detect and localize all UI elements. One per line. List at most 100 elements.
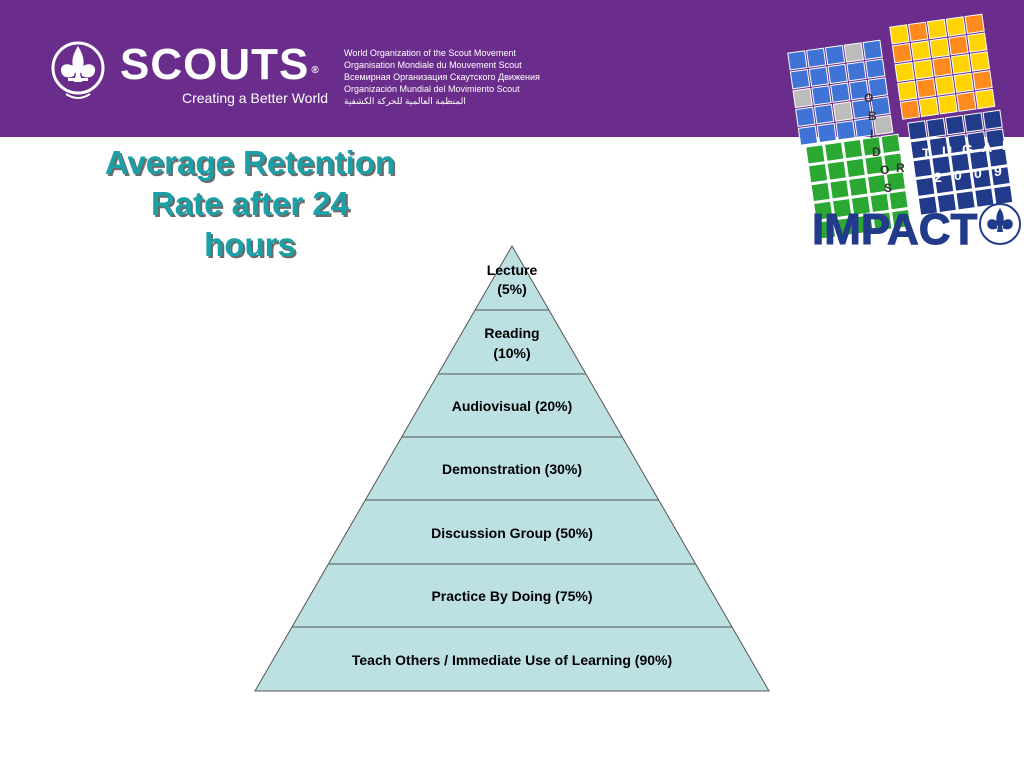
impact-tile — [956, 91, 977, 112]
impact-letter: 2 — [934, 169, 942, 185]
impact-letter: R — [896, 161, 905, 175]
impact-tile — [797, 125, 819, 146]
title-line-3: hours — [204, 226, 296, 263]
impact-tile — [848, 176, 869, 197]
impact-portugal-2009-logo: T U G A L 2 0 0 9 O B I D O R S IMPACT — [787, 13, 1021, 252]
impact-letter: D — [872, 145, 881, 159]
impact-tile — [845, 157, 866, 179]
impact-tile — [934, 75, 956, 96]
impact-word: IMPACT — [812, 205, 978, 252]
org-name-en: World Organization of the Scout Movement — [344, 48, 516, 58]
impact-tile — [910, 40, 932, 61]
impact-tile — [891, 208, 912, 230]
impact-tile — [985, 128, 1006, 149]
impact-tile — [950, 53, 972, 75]
pyramid-level-practice-by-doing: Practice By Doing (75%) — [431, 588, 592, 604]
impact-tile — [937, 94, 958, 115]
impact-tile — [813, 200, 834, 221]
pyramid-level-reading-line2: (10%) — [493, 345, 530, 361]
impact-letter: L — [1002, 137, 1011, 153]
impact-tile — [813, 104, 835, 125]
retention-pyramid: Lecture (5%) Reading (10%) Audiovisual (… — [254, 245, 770, 692]
impact-tile — [851, 98, 872, 120]
impact-tile — [982, 109, 1003, 130]
impact-tile — [945, 16, 966, 37]
org-name-fr: Organisation Mondiale du Mouvement Scout — [344, 60, 522, 70]
impact-tile — [915, 176, 936, 197]
impact-tile — [832, 101, 854, 122]
impact-tile — [963, 112, 984, 133]
impact-tile — [824, 141, 845, 162]
brand-wordmark: SCOUTS® — [120, 40, 320, 90]
impact-tile — [869, 192, 890, 214]
impact-tile — [944, 114, 966, 136]
impact-tile — [885, 171, 907, 192]
impact-tile — [816, 122, 837, 144]
impact-tile — [829, 179, 850, 200]
impact-tile — [830, 82, 851, 103]
impact-tile — [908, 21, 929, 42]
impact-tile — [907, 120, 928, 141]
impact-tile — [787, 50, 808, 71]
pyramid-level-lecture-line1: Lecture — [487, 262, 538, 278]
impact-tile — [964, 13, 985, 34]
impact-tile — [928, 136, 950, 157]
impact-tile — [807, 163, 829, 184]
impact-tile — [808, 66, 830, 87]
impact-tile — [864, 155, 885, 176]
title-line-1: Average Retention — [104, 144, 396, 181]
impact-tile — [897, 80, 918, 101]
impact-fleur-de-lis-icon — [979, 203, 1021, 245]
impact-tile — [815, 219, 837, 240]
impact-tile — [915, 78, 937, 99]
impact-tile — [990, 166, 1011, 187]
impact-tile — [866, 173, 888, 195]
impact-tile — [888, 190, 909, 211]
impact-tile — [975, 88, 996, 110]
impact-tile — [824, 44, 846, 66]
impact-tile — [932, 56, 953, 77]
impact-tile — [889, 24, 910, 45]
pyramid-level-discussion-group: Discussion Group (50%) — [431, 525, 593, 541]
impact-tile — [969, 51, 991, 72]
impact-tile — [873, 114, 894, 136]
impact-tile — [862, 39, 883, 60]
impact-tile — [853, 214, 874, 235]
impact-tile — [899, 99, 921, 120]
impact-tile — [826, 160, 848, 181]
impact-tile — [891, 43, 913, 64]
impact-letter: A — [982, 139, 992, 155]
impact-tile — [872, 211, 893, 232]
impact-tile — [950, 152, 971, 173]
impact-tile — [861, 136, 882, 157]
impact-tile — [968, 149, 990, 171]
organization-names: World Organization of the Scout Movement… — [344, 47, 540, 107]
impact-tile — [947, 133, 968, 155]
brand-tagline: Creating a Better World — [182, 90, 329, 106]
impact-tile — [974, 187, 995, 208]
impact-letter: S — [884, 181, 892, 195]
pyramid-level-reading-line1: Reading — [484, 325, 539, 341]
slide-title: Average Retention Rate after 24 hours — [50, 142, 450, 265]
org-name-es: Organización Mundial del Movimiento Scou… — [344, 84, 520, 94]
impact-tile — [966, 131, 987, 152]
impact-tile — [883, 152, 904, 173]
impact-grid — [787, 13, 1014, 240]
impact-letter: O — [864, 91, 873, 105]
org-name-ar: المنظمة العالمية للحركة الكشفية — [344, 96, 466, 106]
impact-tile — [811, 85, 832, 106]
impact-letter: T — [922, 145, 931, 161]
impact-tile — [909, 139, 931, 160]
impact-tile — [929, 37, 950, 59]
impact-tile — [843, 42, 864, 63]
impact-tile — [926, 18, 948, 40]
impact-tile — [795, 106, 816, 127]
impact-letter: I — [870, 127, 873, 141]
impact-letter: 0 — [954, 167, 962, 183]
title-line-2: Rate after 24 — [150, 185, 350, 222]
impact-tile — [846, 61, 867, 82]
impact-tile — [926, 117, 947, 138]
impact-tile — [917, 195, 939, 216]
impact-tile — [854, 117, 875, 138]
impact-tile — [810, 181, 831, 203]
